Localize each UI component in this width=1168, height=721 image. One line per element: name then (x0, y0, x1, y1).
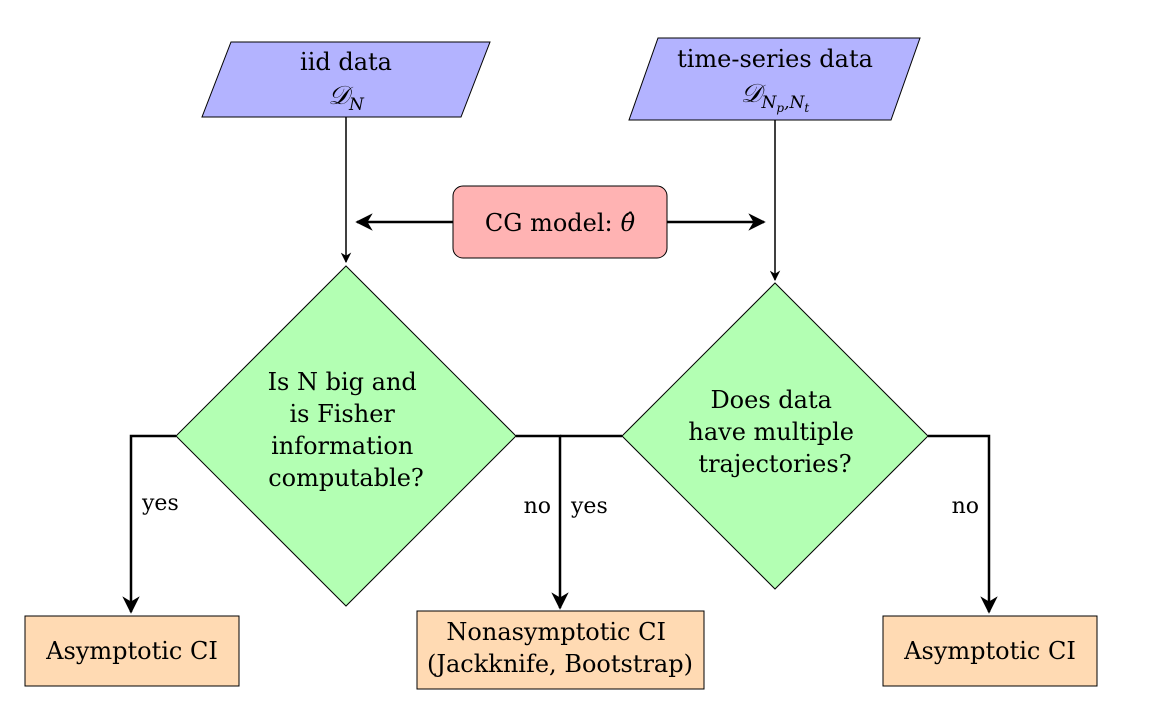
iid-title: iid data (300, 48, 392, 76)
node-output-left: Asymptotic CI (24, 615, 240, 687)
edge-labels: yes no yes no (141, 491, 979, 519)
ts-parallelogram (628, 37, 921, 121)
iid-parallelogram (201, 41, 491, 118)
node-decision-fisher: Is N big and is Fisher information compu… (175, 265, 517, 607)
node-cg-model: CG model:θ̂ (452, 185, 668, 259)
label-q1-yes: yes (141, 491, 179, 516)
decision-fisher-text: Is N big and is Fisher information compu… (268, 368, 425, 492)
edges (122, 117, 998, 614)
output-right-box (882, 615, 1098, 687)
decision-trajectories-diamond (621, 282, 929, 590)
decision-trajectories-text: Does data have multiple trajectories? (688, 386, 861, 478)
node-output-middle: Nonasymptotic CI (Jackknife, Bootstrap) (416, 610, 705, 690)
edge-q2-no (928, 434, 998, 614)
edge-q1-yes (122, 434, 176, 614)
edge-q1-no (516, 434, 569, 610)
cg-model-box (452, 185, 668, 259)
cg-model-label: CG model:θ̂ (485, 209, 636, 237)
label-q2-yes: yes (570, 494, 608, 519)
node-iid-data: iid data 𝒟N (201, 41, 491, 118)
node-decision-trajectories: Does data have multiple trajectories? (621, 282, 929, 590)
output-right-label: Asymptotic CI (903, 637, 1076, 665)
output-left-box (24, 615, 240, 687)
ts-title: time-series data (677, 45, 873, 73)
label-q2-no: no (952, 494, 979, 519)
output-middle-box (416, 610, 705, 690)
label-q1-no: no (524, 494, 551, 519)
decision-fisher-diamond (175, 265, 517, 607)
output-middle-text: Nonasymptotic CI (Jackknife, Bootstrap) (427, 618, 693, 678)
node-timeseries-data: time-series data 𝒟Np,Nt (628, 37, 921, 121)
node-output-right: Asymptotic CI (882, 615, 1098, 687)
output-left-label: Asymptotic CI (45, 637, 218, 665)
